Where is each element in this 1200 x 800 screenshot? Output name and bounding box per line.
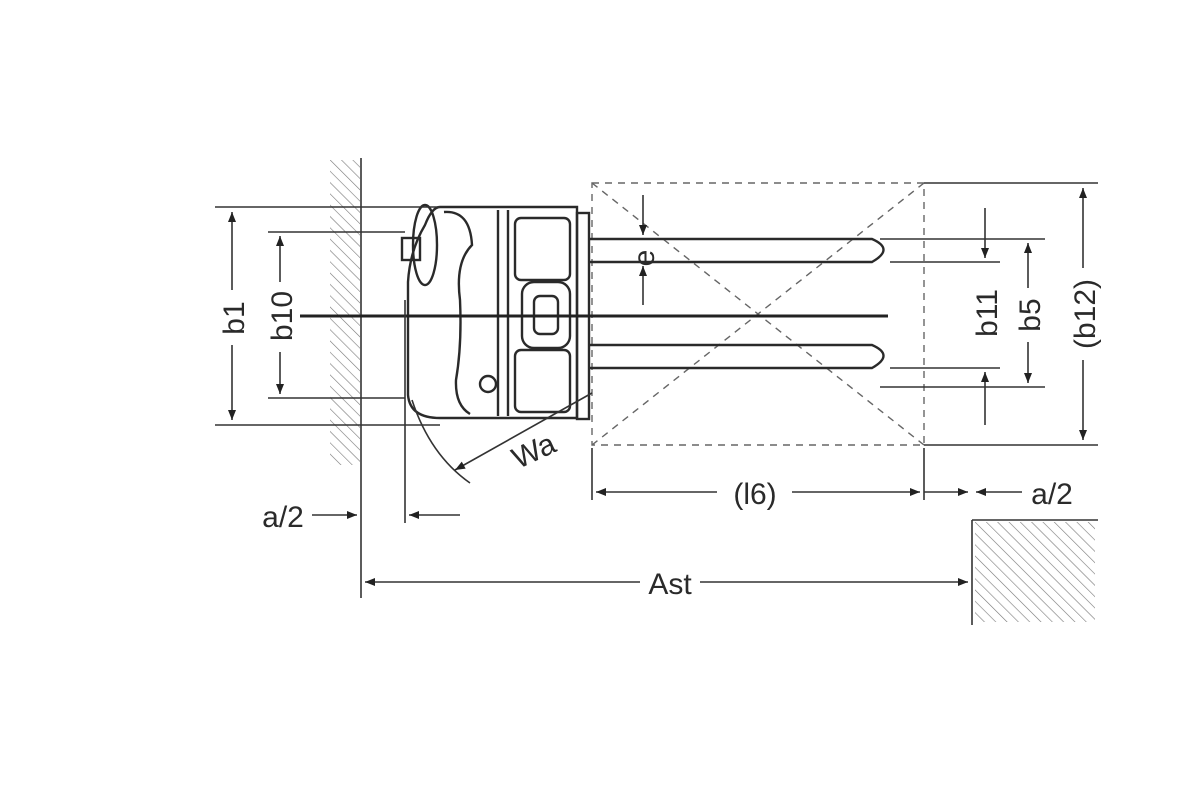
label-l6: (l6) bbox=[733, 478, 776, 511]
dimension-b11 bbox=[890, 208, 1000, 425]
label-b10: b10 bbox=[266, 291, 299, 341]
pallet-outline bbox=[591, 182, 925, 446]
truck-body bbox=[400, 203, 591, 421]
label-b1: b1 bbox=[218, 301, 251, 334]
dimension-b1 bbox=[215, 206, 440, 426]
left-wall bbox=[330, 158, 362, 598]
label-b11: b11 bbox=[971, 289, 1004, 337]
label-a2-right: a/2 bbox=[1031, 478, 1073, 511]
right-wall-corner bbox=[971, 519, 1098, 625]
label-a2-left: a/2 bbox=[262, 501, 304, 534]
dimension-a2-left bbox=[312, 300, 460, 523]
label-ast: Ast bbox=[648, 568, 692, 601]
dimension-b5 bbox=[880, 238, 1045, 388]
dimension-wa bbox=[411, 392, 593, 484]
label-e: e bbox=[628, 250, 661, 267]
forks bbox=[589, 237, 885, 370]
label-wa: Wa bbox=[507, 427, 561, 476]
label-b12: (b12) bbox=[1069, 279, 1102, 349]
dimension-b12 bbox=[924, 182, 1098, 446]
dimension-b10 bbox=[268, 231, 405, 399]
label-b5: b5 bbox=[1014, 298, 1047, 331]
